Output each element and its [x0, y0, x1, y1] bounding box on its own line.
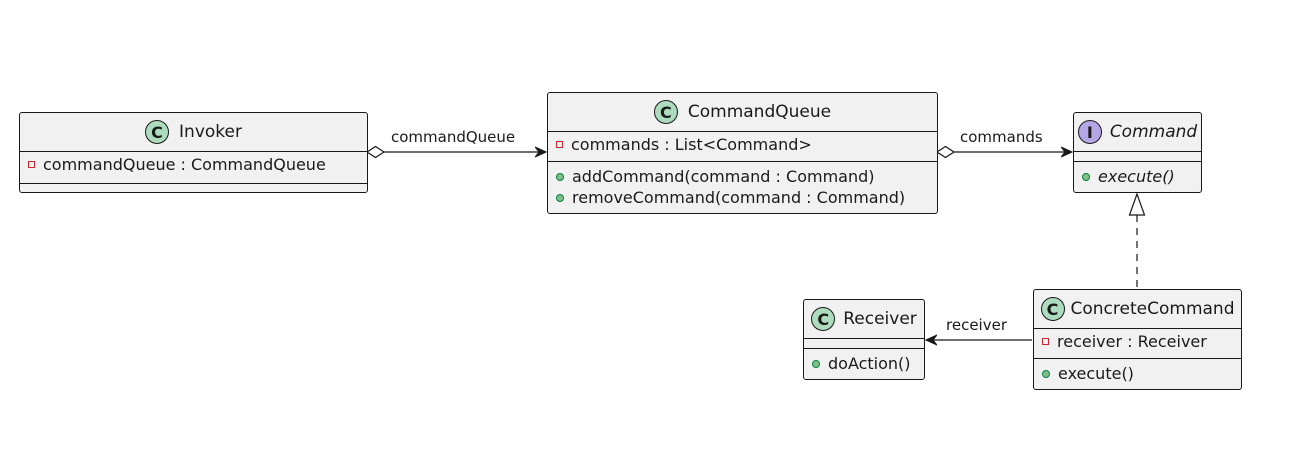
method-text: doAction() [828, 354, 911, 373]
relation-label-commands: commands [960, 128, 1043, 146]
methods-section [20, 184, 367, 192]
methods-section: execute() [1034, 359, 1241, 386]
method-text: addCommand(command : Command) [572, 167, 875, 186]
attributes-section: receiver : Receiver [1034, 329, 1241, 359]
class-name: ConcreteCommand [1070, 299, 1235, 319]
private-visibility-icon [28, 161, 35, 168]
methods-section: addCommand(command : Command) removeComm… [548, 162, 937, 210]
attribute-text: commands : List<Command> [571, 135, 812, 154]
class-invoker[interactable]: C Invoker commandQueue : CommandQueue [19, 112, 368, 193]
public-visibility-icon [1042, 369, 1050, 378]
private-visibility-icon [1042, 338, 1049, 345]
realization-concretecommand-command [1128, 192, 1146, 289]
class-name: Command [1109, 122, 1198, 142]
aggregation-diamond-icon [935, 145, 956, 159]
method-text: execute() [1058, 364, 1134, 383]
class-stereotype-icon: C [1040, 297, 1065, 321]
attributes-section: commands : List<Command> [548, 132, 937, 162]
class-commandqueue[interactable]: C CommandQueue commands : List<Command> … [547, 92, 938, 214]
class-name: Invoker [179, 122, 242, 142]
method-row: execute() [1034, 363, 1241, 384]
methods-section: doAction() [804, 349, 924, 376]
interface-stereotype-icon: I [1077, 120, 1102, 144]
attribute-row: commandQueue : CommandQueue [20, 154, 367, 175]
attribute-text: commandQueue : CommandQueue [43, 155, 326, 174]
relation-label-commandqueue: commandQueue [391, 128, 516, 146]
public-visibility-icon [1082, 172, 1090, 181]
class-name: Receiver [843, 309, 917, 329]
aggregation-diamond-icon [365, 145, 386, 159]
public-visibility-icon [556, 193, 564, 202]
attribute-row: receiver : Receiver [1034, 331, 1241, 352]
realization-triangle-icon [1128, 192, 1146, 216]
public-visibility-icon [812, 359, 820, 368]
class-header: C CommandQueue [548, 93, 937, 132]
method-text: execute() [1098, 167, 1175, 186]
class-header: C Receiver [804, 300, 924, 339]
attributes-section [804, 339, 924, 349]
relation-label-receiver: receiver [946, 316, 1007, 334]
class-header: C ConcreteCommand [1034, 290, 1241, 329]
attributes-section [1074, 152, 1201, 162]
methods-section: execute() [1074, 162, 1201, 189]
method-row: execute() [1074, 166, 1201, 187]
interface-command[interactable]: I Command execute() [1073, 112, 1202, 193]
class-stereotype-icon: C [811, 307, 836, 331]
class-name: CommandQueue [687, 102, 832, 122]
class-header: I Command [1074, 113, 1201, 152]
method-row: removeCommand(command : Command) [548, 187, 937, 208]
class-concretecommand[interactable]: C ConcreteCommand receiver : Receiver ex… [1033, 289, 1242, 390]
method-text: removeCommand(command : Command) [572, 188, 906, 207]
attribute-row: commands : List<Command> [548, 134, 937, 155]
attributes-section: commandQueue : CommandQueue [20, 152, 367, 184]
class-receiver[interactable]: C Receiver doAction() [803, 299, 925, 380]
aggregation-commandqueue-command [935, 145, 1072, 159]
method-row: addCommand(command : Command) [548, 166, 937, 187]
public-visibility-icon [556, 172, 564, 181]
method-row: doAction() [804, 353, 924, 374]
class-stereotype-icon: C [145, 120, 170, 144]
class-header: C Invoker [20, 113, 367, 152]
private-visibility-icon [556, 141, 563, 148]
class-stereotype-icon: C [653, 100, 678, 124]
attribute-text: receiver : Receiver [1057, 332, 1207, 351]
aggregation-invoker-commandqueue [365, 145, 546, 159]
